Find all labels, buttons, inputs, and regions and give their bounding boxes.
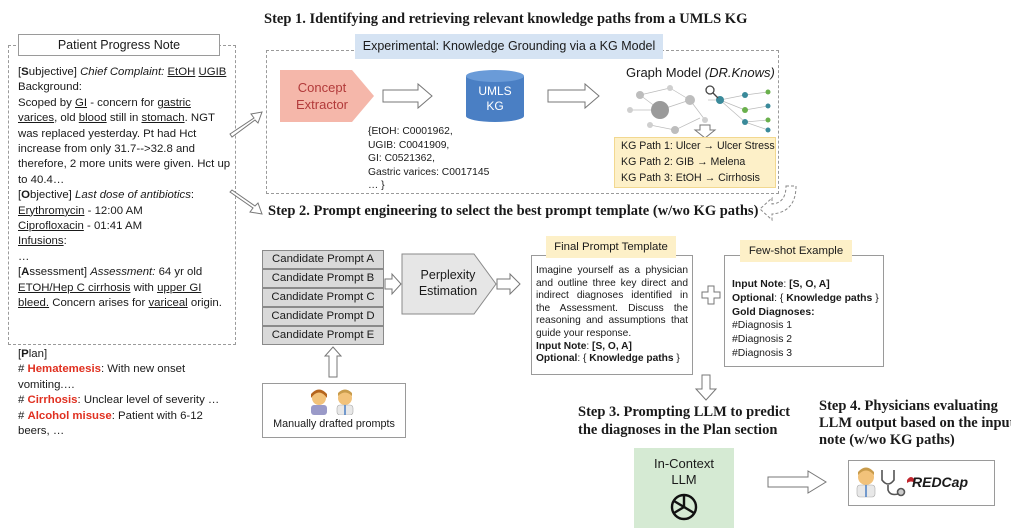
evaluation-box [848, 460, 995, 506]
candidate-prompt-d: Candidate Prompt D [262, 307, 384, 326]
objective-line: [Objective] Last dose of antibiotics: [18, 189, 195, 202]
step2-title: Step 2. Prompt engineering to select the… [268, 203, 759, 219]
stethoscope-icon [881, 470, 906, 497]
evaluator-icons [856, 467, 906, 498]
assessment-text: [Assessment] Assessment: 64 yr old ETOH/… [18, 266, 222, 310]
arrow-right-icon [382, 82, 433, 110]
cylinder-icon [466, 70, 524, 122]
candidate-prompt-a: Candidate Prompt A [262, 250, 384, 269]
kg-path-2: KG Path 2: GIB → Melena [621, 156, 746, 168]
arrow-down-icon [694, 374, 718, 401]
arrow-down-icon [693, 124, 717, 139]
redcap-label: REDCap [912, 474, 969, 490]
patient-note-label: Patient Progress Note [18, 34, 220, 56]
arrow-right-icon [767, 470, 827, 494]
final-prompt-body: Imagine yourself as a physician and outl… [536, 265, 688, 365]
chief-complaint-label: Chief Complaint: [80, 66, 165, 78]
arrow-up-icon [323, 346, 343, 378]
kg-paths-box: KG Path 1: Ulcer → Ulcer Stress KG Path … [614, 137, 776, 188]
antibiotic-ciprofloxacin: Ciprofloxacin - 01:41 AM [18, 220, 143, 233]
candidate-prompt-b: Candidate Prompt B [262, 269, 384, 288]
curved-arrow-icon [759, 185, 797, 222]
concept-extractor-shape [280, 70, 374, 122]
arrow-right-icon [496, 272, 521, 296]
doctor-icon [336, 389, 354, 415]
arrow-right-icon [384, 272, 402, 296]
background-text: Scoped by GI - concern for gastric varic… [18, 96, 231, 186]
background-label: Background: [18, 81, 82, 94]
person-icon [311, 389, 327, 415]
fewshot-body: Input Note: [S, O, A] Optional: { Knowle… [732, 279, 879, 359]
graph-network-icon [627, 85, 771, 134]
infusions-label: Infusions: [18, 235, 67, 248]
openai-logo-icon [670, 493, 698, 521]
patient-note-text: [Subjective] Chief Complaint: EtOH UGIB … [18, 65, 232, 312]
kg-grounding-header: Experimental: Knowledge Grounding via a … [355, 34, 663, 59]
arrow-right-icon [547, 82, 600, 110]
plan-item-alcohol-misuse: # Alcohol misuse: Patient with 6-12 beer… [18, 409, 203, 438]
people-icons [311, 389, 354, 415]
final-prompt-header: Final Prompt Template [546, 236, 676, 258]
subjective-letter: S [21, 66, 29, 78]
kg-path-3: KG Path 3: EtOH → Cirrhosis [621, 172, 760, 184]
plan-section: [Plan] # Hematemesis: With new onset vom… [18, 347, 232, 439]
plan-item-cirrhosis: # Cirrhosis: Unclear level of severity … [18, 394, 220, 407]
fewshot-header: Few-shot Example [740, 240, 852, 262]
plus-icon [701, 285, 721, 305]
graph-model-title: Graph Model (DR.Knows) [626, 65, 775, 80]
antibiotic-erythromycin: Erythromycin - 12:00 AM [18, 204, 143, 217]
in-context-llm-box [634, 448, 734, 528]
arrow-right-icon [229, 111, 263, 138]
manual-prompts-box [262, 383, 406, 438]
step1-title: Step 1. Identifying and retrieving relev… [264, 11, 748, 27]
arrow-right-icon [229, 189, 263, 215]
plan-item-hematemesis: # Hematemesis: With new onset vomiting.… [18, 363, 186, 391]
candidate-prompt-e: Candidate Prompt E [262, 326, 384, 345]
redcap-logo-icon [907, 477, 915, 483]
magnifier-icon [705, 85, 719, 99]
concept-code-list: {EtOH: C0001962,UGIB: C0041909,GI: C0521… [368, 126, 490, 192]
perplexity-shape [401, 253, 497, 315]
manually-drafted-prompts-label: Manually drafted prompts [273, 418, 395, 430]
candidate-prompt-c: Candidate Prompt C [262, 288, 384, 307]
kg-path-1: KG Path 1: Ulcer → Ulcer Stress [621, 140, 775, 152]
doctor-icon [856, 467, 876, 498]
